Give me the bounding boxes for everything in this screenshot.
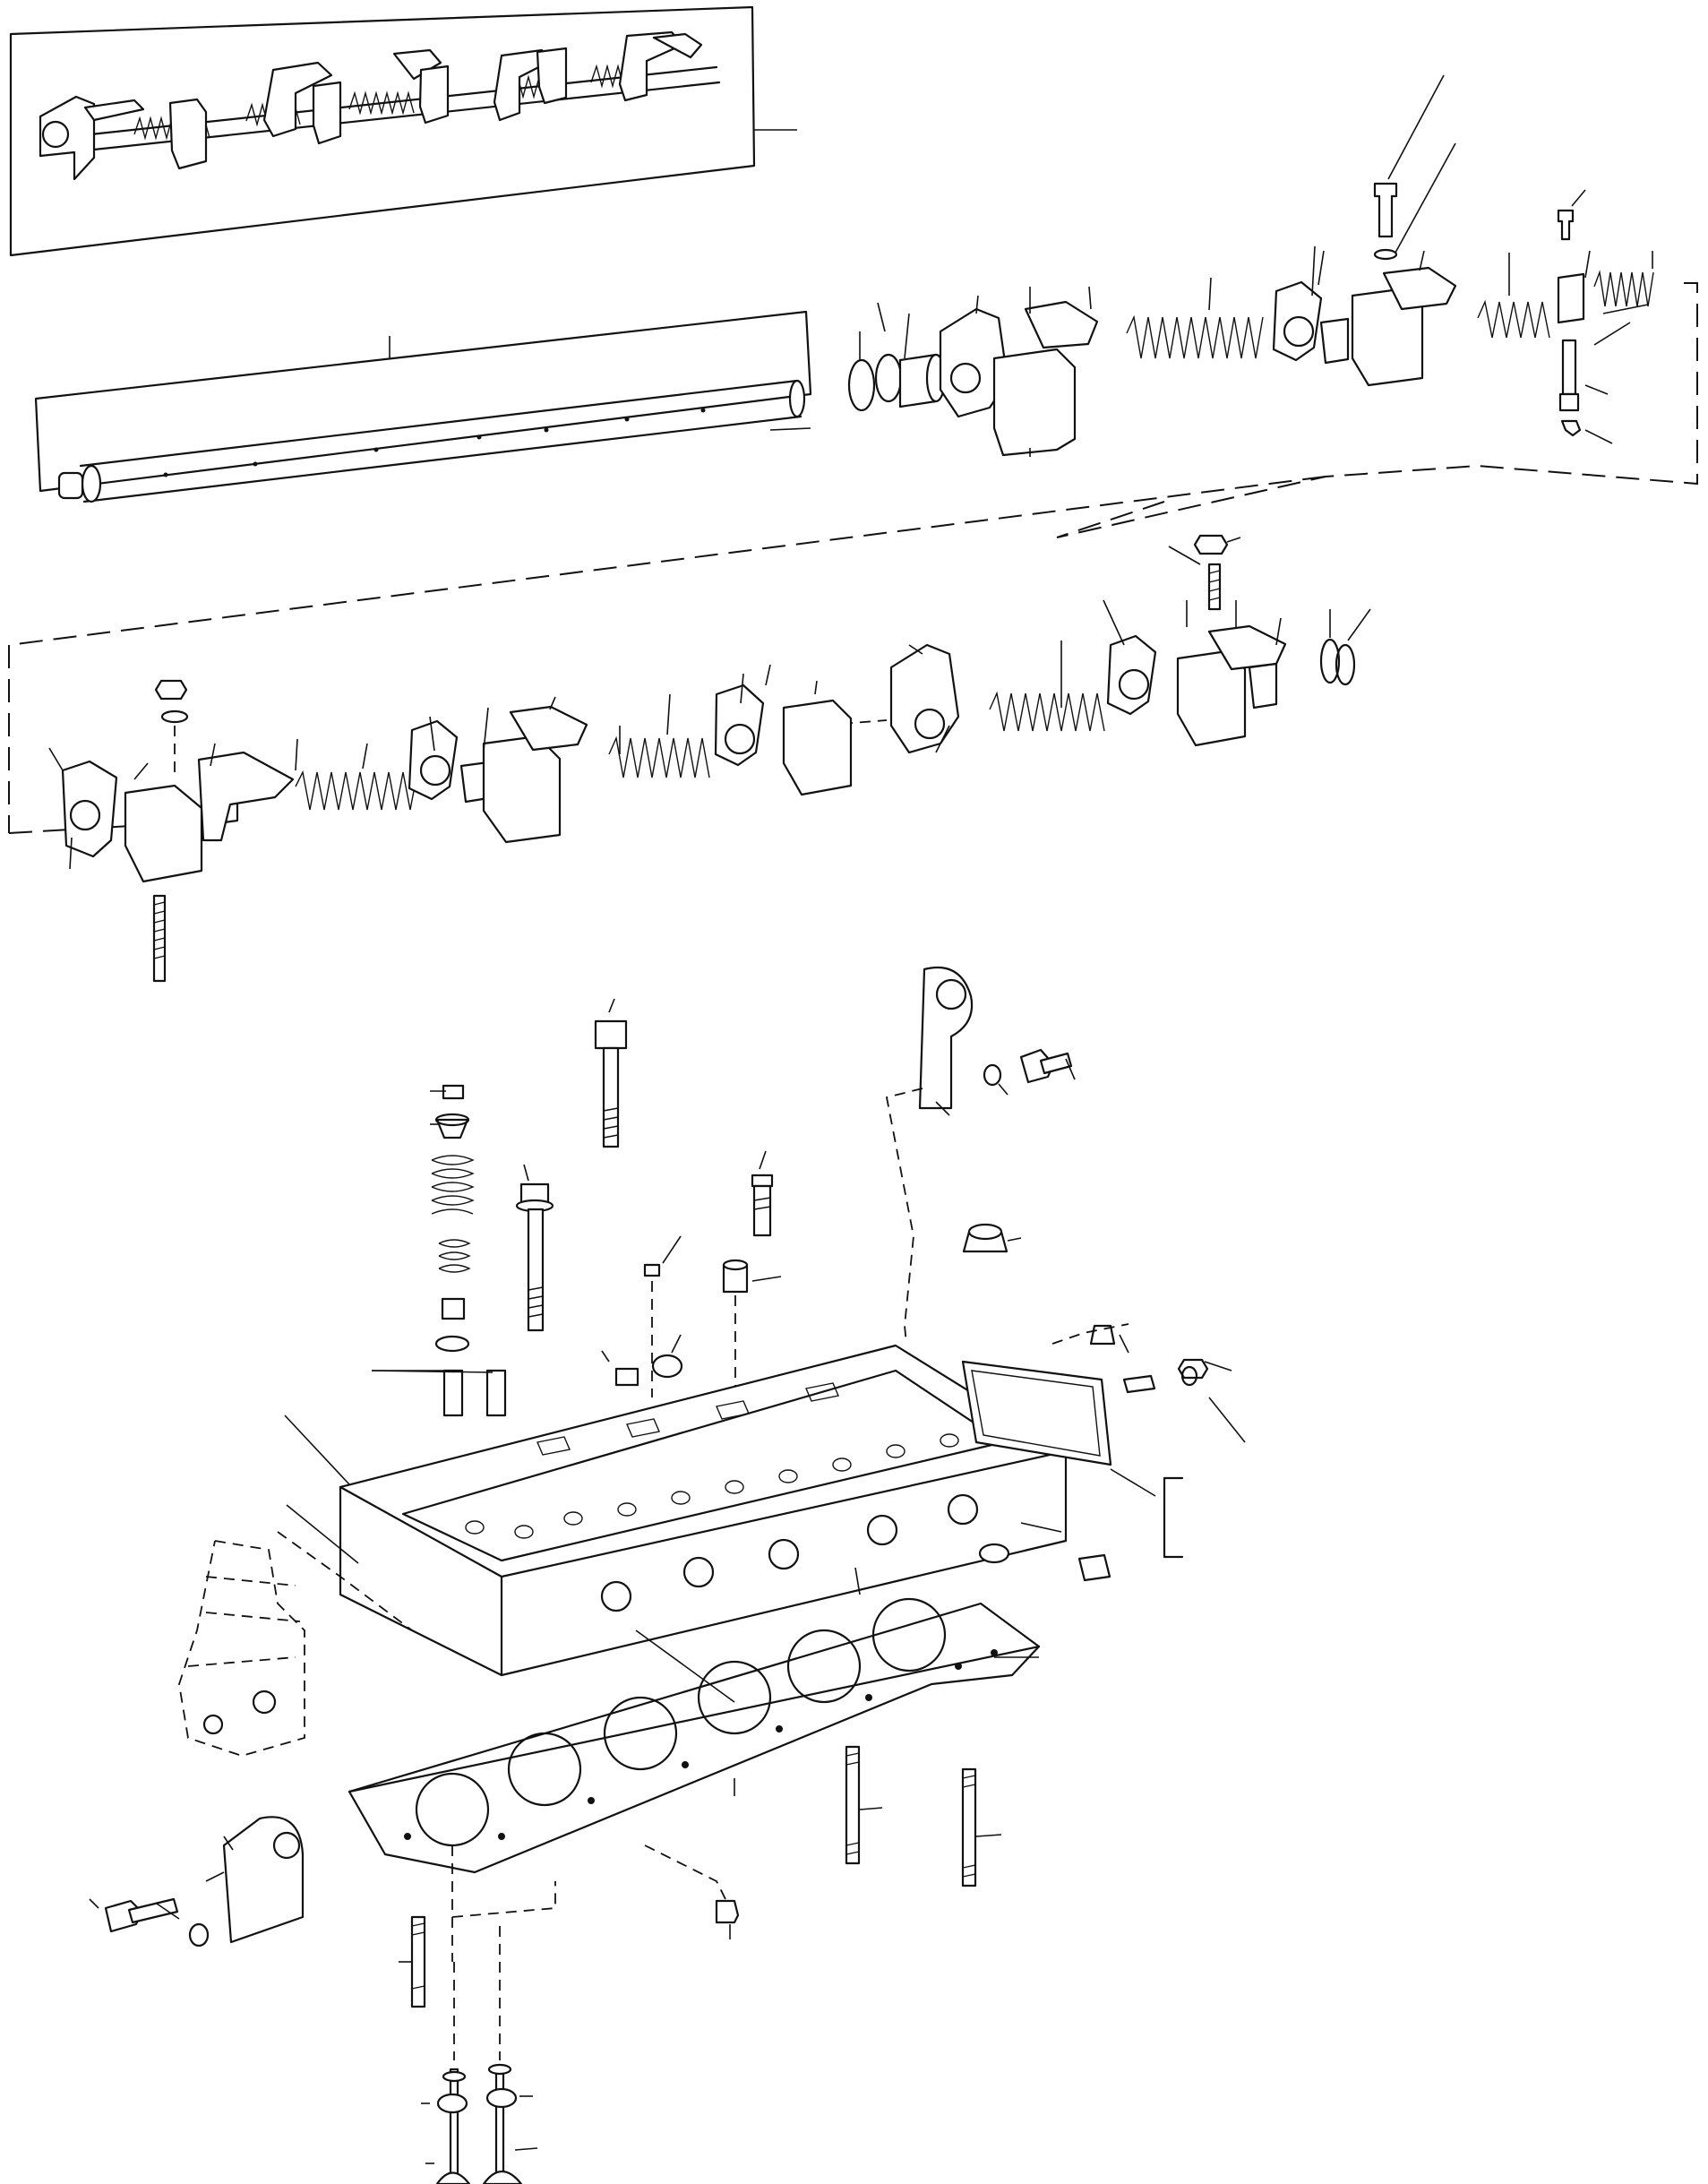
pedestal-stud — [152, 894, 167, 983]
rocker-shaft-box — [34, 310, 812, 503]
head-gasket — [348, 1567, 1041, 1962]
nut — [154, 679, 188, 701]
lifting-eye-front — [89, 1816, 305, 1948]
rocker-plunger — [1561, 339, 1577, 396]
cylinder-head — [178, 1324, 1246, 1757]
rocker-shaft-illustration — [57, 379, 806, 503]
thermostat-dashed-connector — [1051, 1323, 1129, 1345]
rocker-assembly-illustration — [39, 30, 721, 181]
valves — [421, 1926, 538, 2184]
head-bolts — [515, 998, 1022, 1397]
rocker-spring — [1126, 314, 1264, 359]
head-studs — [399, 1745, 1002, 2008]
rocker-pedestal — [992, 348, 1077, 457]
front-rocker-train — [8, 534, 1371, 983]
washer — [874, 353, 903, 403]
valve-spring-set — [371, 1084, 507, 1417]
rear-rocker-train — [8, 74, 1698, 646]
snap-ring — [847, 358, 876, 412]
rocker-assembly-box — [9, 5, 797, 257]
top-bolt — [1373, 182, 1398, 238]
lifting-eye-rear — [885, 966, 1076, 1345]
